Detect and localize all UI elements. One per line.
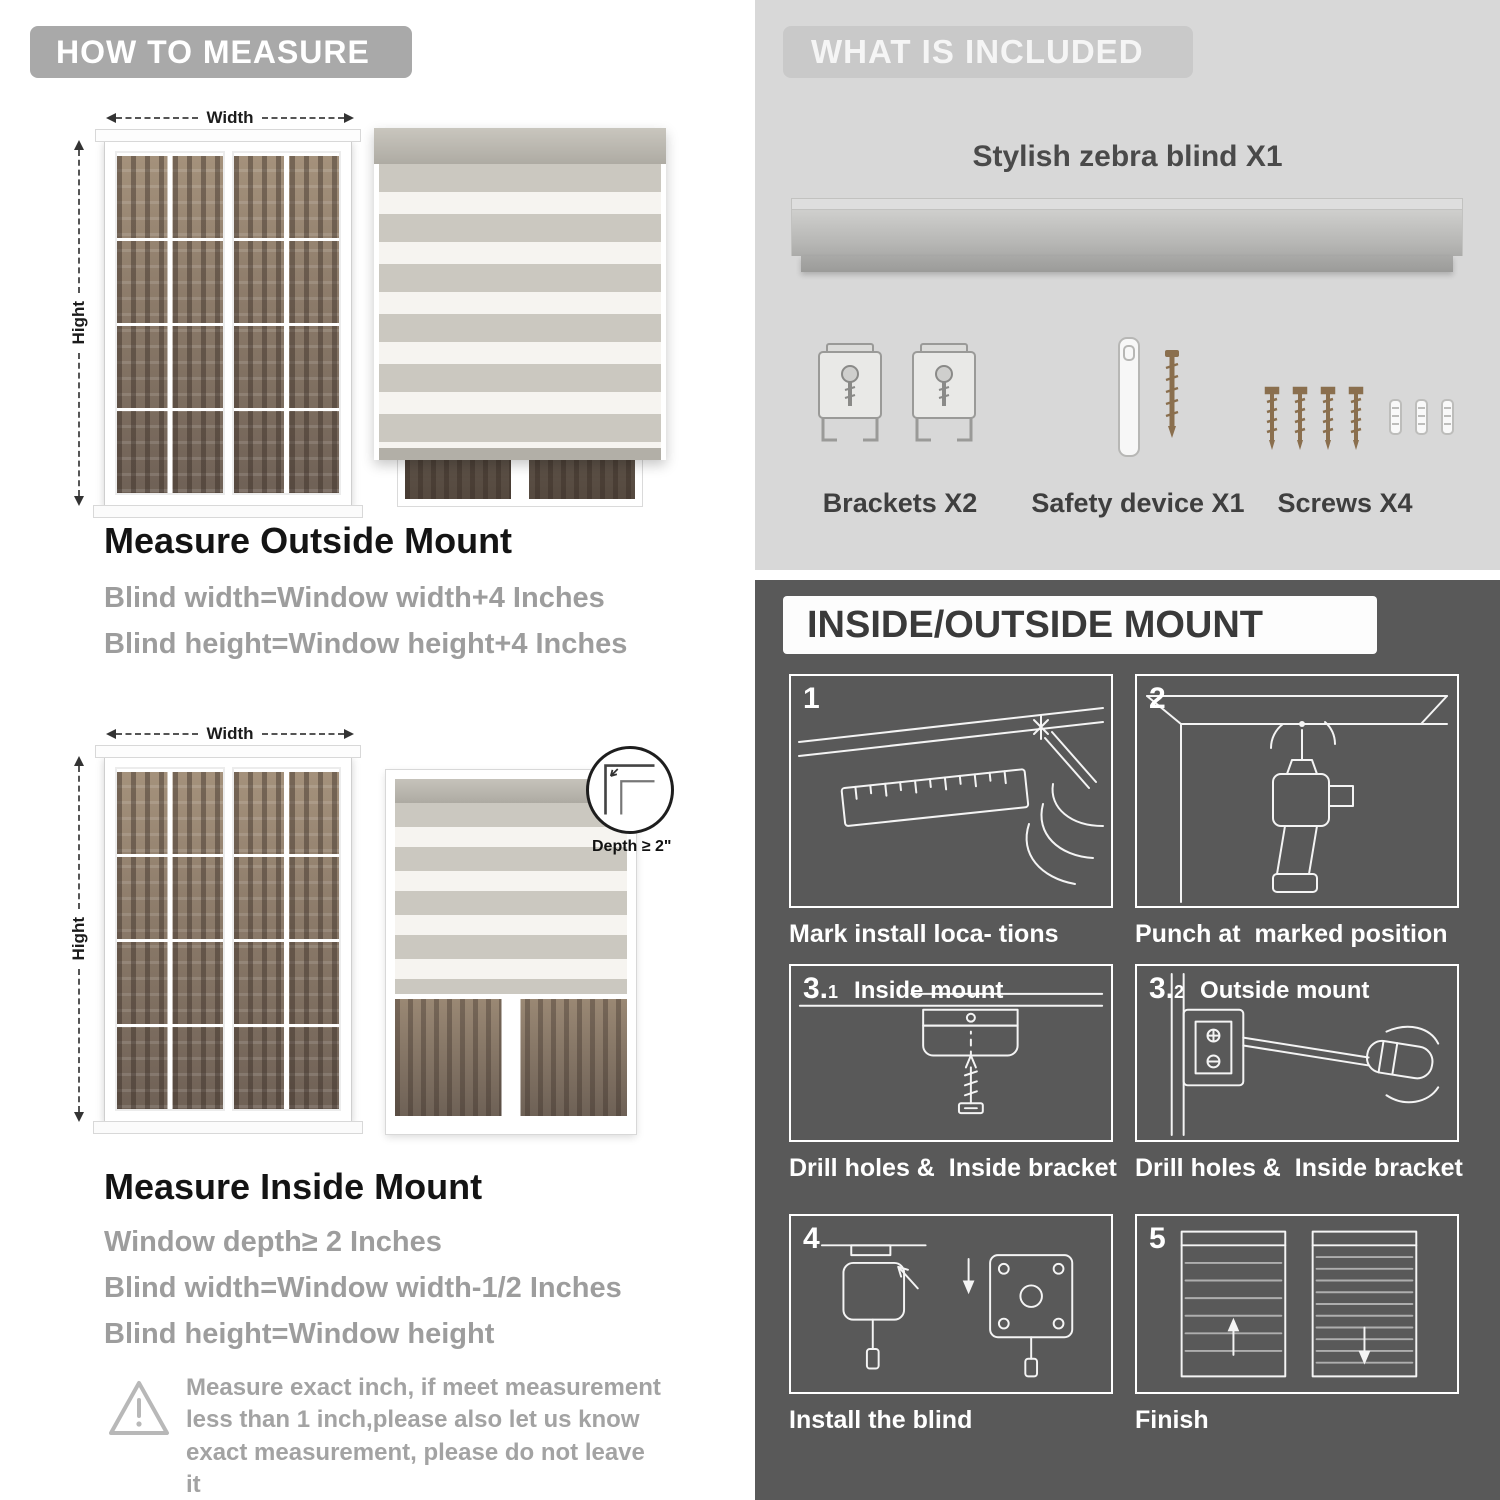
mark-locations-illustration bbox=[798, 707, 1104, 885]
step-number: 3. bbox=[803, 972, 829, 1005]
step-sublabel: Outside mount bbox=[1200, 977, 1370, 1004]
step-number: 3. bbox=[1149, 972, 1175, 1005]
how-to-measure-header: HOW TO MEASURE bbox=[30, 26, 412, 78]
brackets-icon bbox=[811, 340, 983, 452]
arrow-down-icon bbox=[74, 496, 84, 506]
blind-headrail bbox=[374, 128, 666, 164]
window-casing bbox=[95, 129, 361, 142]
arrow-up-icon bbox=[74, 140, 84, 150]
window-illustration-inside bbox=[93, 745, 363, 1134]
width-arrow-outside: Width bbox=[106, 108, 354, 128]
screws-icon bbox=[1264, 386, 1454, 450]
step-caption: Mark install loca- tions bbox=[789, 920, 1059, 948]
window-sash bbox=[231, 151, 341, 495]
step-number: 1 bbox=[803, 682, 820, 715]
inside-mount-title: Measure Inside Mount bbox=[104, 1166, 483, 1207]
mount-guide-section: INSIDE/OUTSIDE MOUNT 1 bbox=[755, 580, 1500, 1500]
drill-illustration bbox=[1146, 695, 1448, 903]
step-number: 2 bbox=[1149, 682, 1166, 715]
outside-formula-width: Blind width=Window width+4 Inches bbox=[104, 582, 605, 614]
width-label: Width bbox=[206, 108, 254, 127]
step-panel-3-1: 3.1 Inside mount bbox=[789, 964, 1113, 1142]
step-sublabel: Inside mount bbox=[854, 977, 1004, 1004]
what-is-included-header: WHAT IS INCLUDED bbox=[783, 26, 1193, 78]
step-panel-1: 1 bbox=[789, 674, 1113, 908]
step-panel-4: 4 bbox=[789, 1214, 1113, 1394]
bracket-icon bbox=[818, 343, 882, 442]
height-arrow-outside: Hight bbox=[68, 140, 90, 506]
bracket-icon bbox=[912, 343, 976, 442]
outside-bracket-illustration bbox=[1170, 972, 1440, 1137]
step-panel-2: 2 bbox=[1135, 674, 1459, 908]
zebra-stripes bbox=[379, 164, 661, 448]
blind-quantity-label: Stylish zebra blind X1 bbox=[972, 140, 1283, 173]
depth-callout-circle bbox=[586, 746, 674, 834]
install-blind-illustration bbox=[820, 1244, 1074, 1378]
depth-label: Depth ≥ 2" bbox=[592, 838, 672, 855]
arrow-up-icon bbox=[74, 756, 84, 766]
step-panel-3-2: 3.2 Outside mount bbox=[1135, 964, 1459, 1142]
outside-mount-blind-illustration bbox=[374, 128, 666, 507]
arrow-right-icon bbox=[344, 113, 354, 123]
zebra-stripes bbox=[395, 803, 627, 994]
window-casing bbox=[95, 745, 361, 758]
width-arrow-inside: Width bbox=[106, 724, 354, 744]
warning-triangle-icon bbox=[109, 1381, 169, 1435]
what-is-included-section: WHAT IS INCLUDED Stylish zebra blind X1 bbox=[755, 0, 1500, 570]
inside-bracket-illustration bbox=[798, 992, 1104, 1115]
zebra-blind-headrail-image bbox=[791, 198, 1463, 272]
step-number: 5 bbox=[1149, 1222, 1166, 1255]
inside-rule-depth: Window depth≥ 2 Inches bbox=[104, 1226, 442, 1258]
measurement-note: Measure exact inch, if meet measurement … bbox=[186, 1374, 661, 1499]
height-arrow-inside: Hight bbox=[68, 756, 90, 1122]
outside-formula-height: Blind height=Window height+4 Inches bbox=[104, 628, 628, 660]
window-sill bbox=[93, 1121, 363, 1134]
arrow-left-icon bbox=[106, 729, 116, 739]
right-column: WHAT IS INCLUDED Stylish zebra blind X1 bbox=[755, 0, 1500, 1500]
frame-corner-icon bbox=[604, 764, 655, 815]
height-label: Hight bbox=[69, 301, 88, 345]
step-caption: Drill holes & Inside bracket bbox=[789, 1154, 1117, 1182]
mount-guide-header: INSIDE/OUTSIDE MOUNT bbox=[783, 596, 1377, 654]
window-illustration-outside bbox=[93, 129, 363, 518]
window-sill bbox=[93, 505, 363, 518]
window-sash bbox=[231, 767, 341, 1111]
step-caption: Finish bbox=[1135, 1406, 1209, 1434]
safety-device-icon bbox=[1118, 337, 1179, 457]
inside-formula-height: Blind height=Window height bbox=[104, 1318, 495, 1350]
inside-formula-width: Blind width=Window width-1/2 Inches bbox=[104, 1272, 622, 1304]
step-caption: Punch at marked position bbox=[1135, 920, 1448, 948]
finish-illustration bbox=[1180, 1230, 1418, 1378]
width-label: Width bbox=[206, 724, 254, 743]
step-caption: Drill holes & Inside bracket bbox=[1135, 1154, 1463, 1182]
outside-mount-title: Measure Outside Mount bbox=[104, 520, 513, 561]
step-number: 4 bbox=[803, 1222, 820, 1255]
window-glass-below-blind bbox=[395, 998, 627, 1117]
height-label: Hight bbox=[69, 917, 88, 961]
brackets-label: Brackets X2 bbox=[822, 488, 978, 518]
window-sash bbox=[115, 767, 225, 1111]
how-to-measure-section: HOW TO MEASURE Width Hight bbox=[0, 0, 740, 1500]
arrow-left-icon bbox=[106, 113, 116, 123]
screws-label: Screws X4 bbox=[1277, 488, 1413, 518]
window-sash bbox=[115, 151, 225, 495]
blind-bottomrail bbox=[379, 448, 661, 460]
safety-device-label: Safety device X1 bbox=[1031, 488, 1245, 518]
arrow-right-icon bbox=[344, 729, 354, 739]
step-panel-5: 5 bbox=[1135, 1214, 1459, 1394]
step-caption: Install the blind bbox=[789, 1406, 973, 1434]
arrow-down-icon bbox=[74, 1112, 84, 1122]
